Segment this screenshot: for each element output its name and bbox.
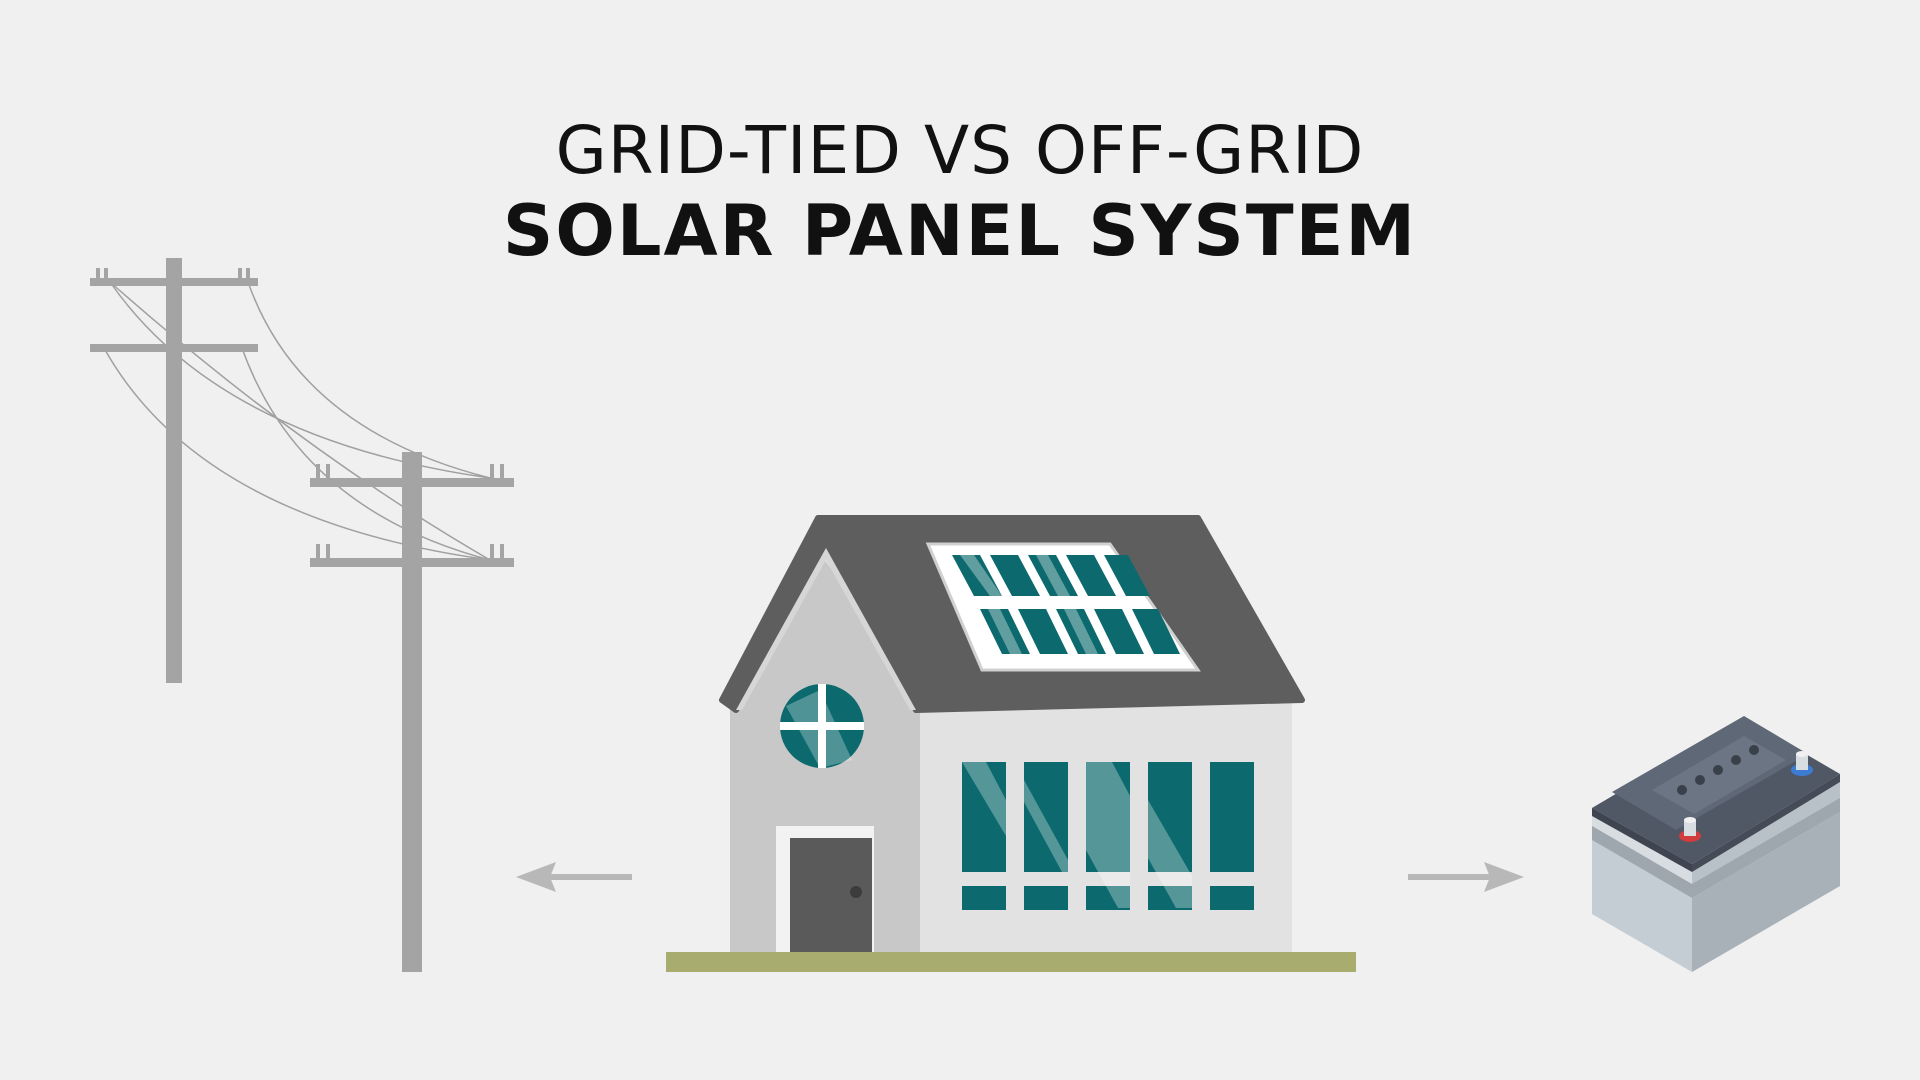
solar-panel-icon (925, 542, 1201, 672)
title-line-2: SOLAR PANEL SYSTEM (502, 190, 1418, 272)
front-pole (310, 452, 514, 972)
utility-pole-icon (90, 258, 514, 972)
battery-icon (1592, 716, 1840, 972)
door-knob (850, 886, 862, 898)
arrow-left-icon (516, 862, 632, 892)
back-pole (90, 258, 258, 683)
title-line-1: GRID-TIED VS OFF-GRID (555, 112, 1365, 189)
house-icon (666, 515, 1356, 972)
front-windows (962, 762, 1254, 910)
battery-terminal-negative (1791, 751, 1813, 776)
battery-terminal-positive (1679, 817, 1701, 842)
round-window (780, 684, 864, 768)
arrow-right-icon (1408, 862, 1524, 892)
power-wires (103, 281, 491, 561)
ground-strip (666, 952, 1356, 972)
